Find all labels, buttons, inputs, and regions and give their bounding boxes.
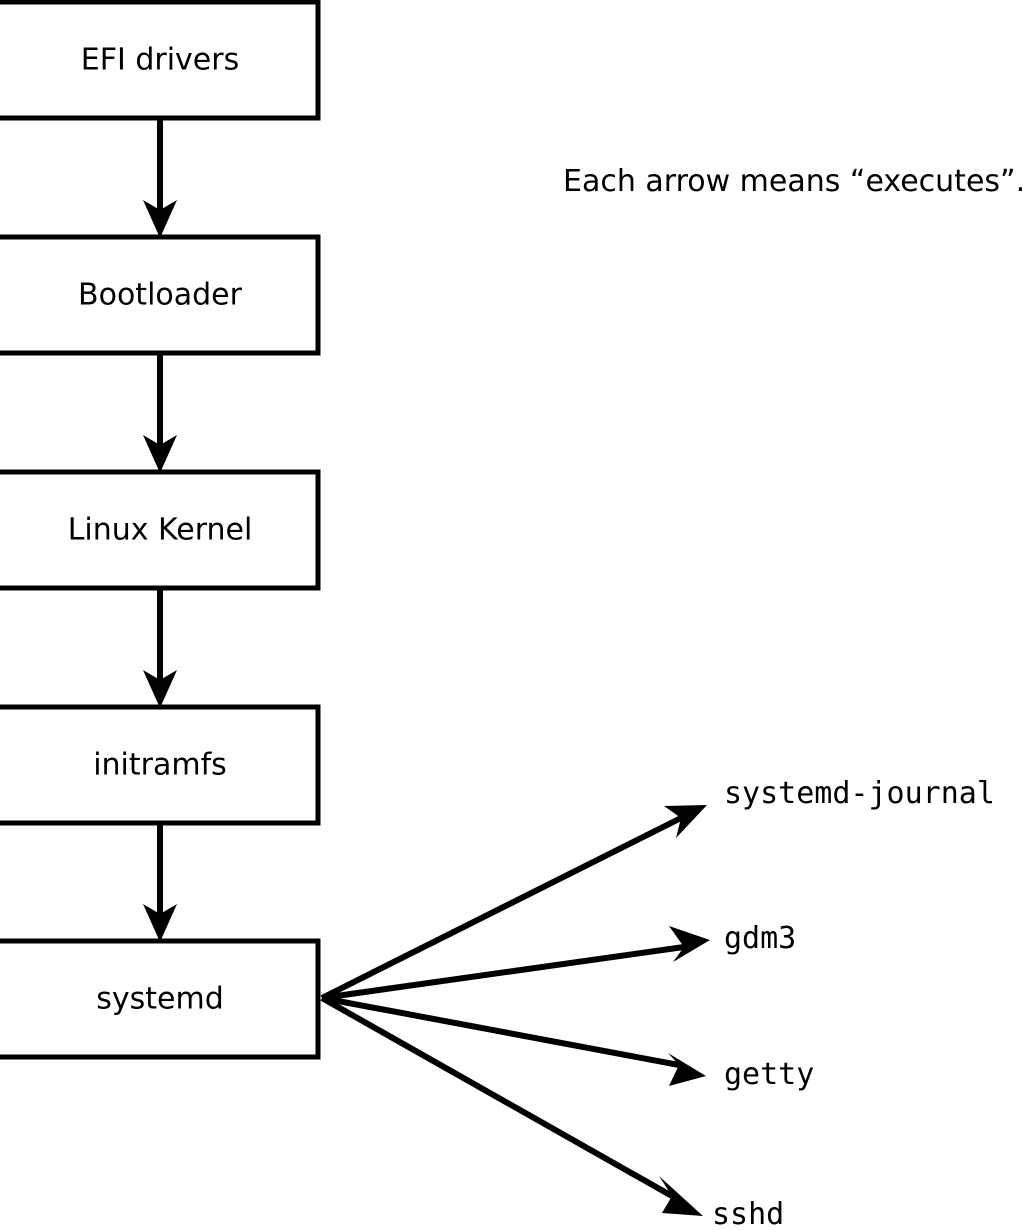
fan-arrow-to-getty <box>321 995 706 1086</box>
service-label-systemd-journal: systemd-journal <box>724 776 995 811</box>
box-label-systemd: systemd <box>96 982 224 1017</box>
arrow-head-icon <box>659 1176 703 1216</box>
chain-arrow-initramfs-to-systemd <box>143 822 177 942</box>
box-label-bootloader: Bootloader <box>78 278 243 313</box>
fan-arrow-to-sshd <box>320 995 703 1216</box>
box-bootloader[interactable]: Bootloader <box>0 234 321 356</box>
box-label-linux-kernel: Linux Kernel <box>68 513 253 548</box>
arrow-head-icon <box>143 904 177 942</box>
arrow-head-icon <box>143 435 177 473</box>
service-label-gdm3: gdm3 <box>724 921 796 956</box>
arrow-head-icon <box>143 670 177 708</box>
chain-arrow-kernel-to-initramfs <box>143 588 177 708</box>
box-initramfs[interactable]: initramfs <box>0 704 321 826</box>
box-label-efi-drivers: EFI drivers <box>81 43 239 78</box>
chain-arrow-efi-to-bootloader <box>143 118 177 238</box>
arrow-head-icon <box>664 805 707 838</box>
fan-arrow-to-systemd-journal <box>320 805 707 1001</box>
service-label-sshd: sshd <box>712 1197 784 1230</box>
box-efi-drivers[interactable]: EFI drivers <box>0 0 321 121</box>
arrow-head-icon <box>669 926 710 962</box>
box-label-initramfs: initramfs <box>93 748 227 783</box>
service-label-getty: getty <box>724 1057 814 1092</box>
arrow-head-icon <box>668 1053 706 1086</box>
box-systemd[interactable]: systemd <box>0 938 321 1060</box>
box-linux-kernel[interactable]: Linux Kernel <box>0 469 321 591</box>
chain-arrow-bootloader-to-kernel <box>143 353 177 473</box>
fan-arrow-to-gdm3 <box>321 926 710 1001</box>
arrow-head-icon <box>143 200 177 238</box>
diagram-caption: Each arrow means “executes”. <box>563 164 1023 199</box>
